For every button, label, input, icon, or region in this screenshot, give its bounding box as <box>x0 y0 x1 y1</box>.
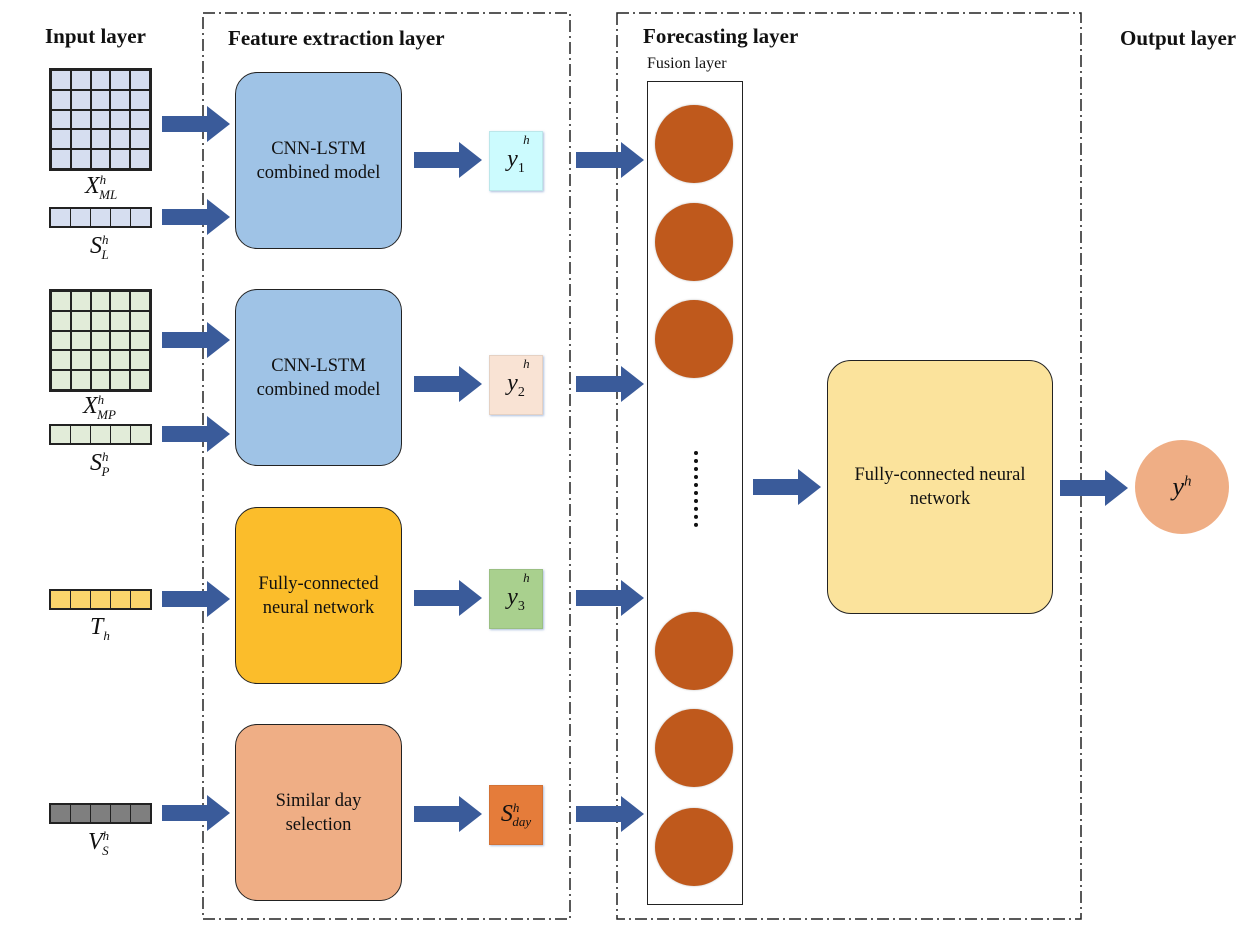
label-sl: ShL <box>90 232 109 262</box>
arrow-icon <box>753 469 821 505</box>
block-4-line-1: Similar day <box>275 790 362 811</box>
fusion-neuron <box>655 105 733 183</box>
arrow-icon <box>414 580 482 616</box>
arrow-icon <box>576 580 644 616</box>
arrow-icon <box>576 796 644 832</box>
arrow-icon <box>162 416 230 452</box>
arrow-icon <box>576 142 644 178</box>
final-fully-connected-block: Fully-connected neural network <box>827 360 1053 614</box>
final-block-line-2: network <box>909 489 971 509</box>
label-vs: VhS <box>88 828 110 858</box>
fusion-neuron <box>655 808 733 886</box>
ellipsis-icon <box>694 451 702 527</box>
block-1-line-2: combined model <box>256 162 381 183</box>
similar-day-block: Similar day selection <box>235 724 402 901</box>
block-2-line-1: CNN-LSTM <box>271 355 366 376</box>
arrow-icon <box>414 796 482 832</box>
arrow-icon <box>162 106 230 142</box>
block-3-line-2: neural network <box>262 597 375 618</box>
input-layer-heading: Input layer <box>45 24 146 48</box>
forecasting-layer-heading: Forecasting layer <box>643 24 799 48</box>
fusion-neuron <box>655 709 733 787</box>
cnn-lstm-block-2: CNN-LSTM combined model <box>235 289 402 466</box>
block-4-line-2: selection <box>285 814 352 835</box>
block-1-line-1: CNN-LSTM <box>271 138 366 159</box>
block-3-line-1: Fully-connected <box>258 573 379 594</box>
arrow-icon <box>162 581 230 617</box>
arrow-icon <box>414 366 482 402</box>
input-vector-vs <box>49 803 152 824</box>
output-sday: Shday <box>489 785 543 845</box>
arrow-icon <box>414 142 482 178</box>
label-th: Th <box>90 614 110 643</box>
arrow-icon <box>576 366 644 402</box>
final-block-line-1: Fully-connected neural <box>854 465 1026 485</box>
input-vector-sl <box>49 207 152 228</box>
input-vector-th <box>49 589 152 610</box>
input-vector-sp <box>49 424 152 445</box>
block-2-line-2: combined model <box>256 379 381 400</box>
fully-connected-block: Fully-connected neural network <box>235 507 402 684</box>
fusion-neuron <box>655 612 733 690</box>
fusion-neuron <box>655 203 733 281</box>
input-matrix-xmp <box>49 289 152 392</box>
final-output-node: yh <box>1135 440 1229 534</box>
label-sp: ShP <box>90 449 110 479</box>
arrow-icon <box>162 795 230 831</box>
cnn-lstm-block-1: CNN-LSTM combined model <box>235 72 402 249</box>
feature-extraction-group-border <box>202 12 571 920</box>
fusion-layer-box <box>647 81 743 905</box>
feature-extraction-layer-heading: Feature extraction layer <box>228 26 445 50</box>
arrow-icon <box>1060 470 1128 506</box>
fusion-layer-label: Fusion layer <box>647 55 727 72</box>
fusion-neuron <box>655 300 733 378</box>
label-xml: XhML <box>85 172 118 202</box>
label-xmp: XhMP <box>83 392 116 422</box>
input-matrix-xml <box>49 68 152 171</box>
arrow-icon <box>162 322 230 358</box>
output-layer-heading: Output layer <box>1120 26 1237 50</box>
forecasting-group-border <box>616 12 1082 920</box>
arrow-icon <box>162 199 230 235</box>
